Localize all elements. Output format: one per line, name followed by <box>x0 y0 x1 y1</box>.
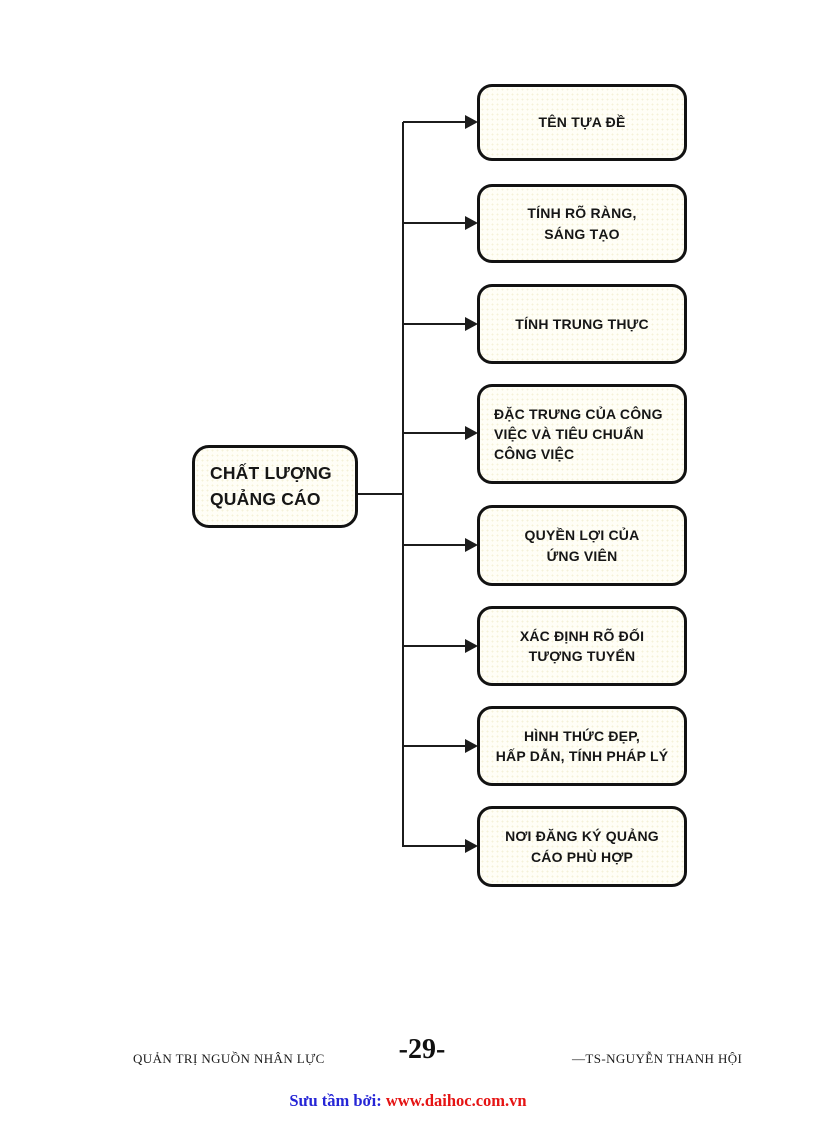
credit-url-link[interactable]: www.daihoc.com.vn <box>385 1091 527 1110</box>
node-label: ĐẶC TRƯNG CỦA CÔNG VIỆC VÀ TIÊU CHUẨN CÔ… <box>494 405 663 463</box>
connector-arrowhead <box>465 739 478 753</box>
node-label: XÁC ĐỊNH RÕ ĐỐI TƯỢNG TUYỂN <box>519 627 645 664</box>
node-label: TÍNH TRUNG THỰC <box>515 315 649 332</box>
node-label: TÊN TỰA ĐỀ <box>538 114 626 131</box>
credit-line: Sưu tầm bởi: www.daihoc.com.vn <box>0 1091 816 1111</box>
connector-spine <box>402 122 404 847</box>
node-label: QUYỀN LỢI CỦA ỨNG VIÊN <box>524 527 640 564</box>
credit-prefix: Sưu tầm bởi: <box>289 1091 386 1110</box>
connector-line <box>403 645 467 647</box>
connector-line <box>403 745 467 747</box>
connector-arrowhead <box>465 426 478 440</box>
root-connector-line <box>357 493 403 495</box>
node-dac-trung-cong-viec: ĐẶC TRƯNG CỦA CÔNG VIỆC VÀ TIÊU CHUẨN CÔ… <box>477 384 687 484</box>
page-number: -29- <box>398 1034 446 1065</box>
connector-line <box>403 222 467 224</box>
node-tinh-trung-thuc: TÍNH TRUNG THỰC <box>477 284 687 364</box>
node-label: CHẤT LƯỢNG QUẢNG CÁO <box>210 463 332 509</box>
node-label: TÍNH RÕ RÀNG, SÁNG TẠO <box>527 205 637 242</box>
connector-arrowhead <box>465 538 478 552</box>
connector-line <box>403 121 467 123</box>
node-chat-luong-quang-cao: CHẤT LƯỢNG QUẢNG CÁO <box>192 445 358 528</box>
footer-author: —TS-NGUYỄN THANH HỘI <box>572 1051 743 1066</box>
node-xac-dinh-doi-tuong-tuyen: XÁC ĐỊNH RÕ ĐỐI TƯỢNG TUYỂN <box>477 606 687 686</box>
node-label: NƠI ĐĂNG KÝ QUẢNG CÁO PHÙ HỢP <box>505 828 659 865</box>
connector-line <box>403 544 467 546</box>
node-hinh-thuc-dep-phap-ly: HÌNH THỨC ĐẸP, HẤP DẪN, TÍNH PHÁP LÝ <box>477 706 687 786</box>
node-label: HÌNH THỨC ĐẸP, HẤP DẪN, TÍNH PHÁP LÝ <box>495 727 669 764</box>
connector-line <box>403 323 467 325</box>
node-quyen-loi-ung-vien: QUYỀN LỢI CỦA ỨNG VIÊN <box>477 505 687 586</box>
connector-line <box>403 845 467 847</box>
node-ten-tua-de: TÊN TỰA ĐỀ <box>477 84 687 161</box>
connector-arrowhead <box>465 317 478 331</box>
footer-book-title: QUẢN TRỊ NGUỒN NHÂN LỰC <box>133 1051 325 1066</box>
connector-arrowhead <box>465 839 478 853</box>
node-noi-dang-ky-quang-cao: NƠI ĐĂNG KÝ QUẢNG CÁO PHÙ HỢP <box>477 806 687 887</box>
node-tinh-ro-rang-sang-tao: TÍNH RÕ RÀNG, SÁNG TẠO <box>477 184 687 263</box>
connector-arrowhead <box>465 216 478 230</box>
connector-arrowhead <box>465 639 478 653</box>
connector-arrowhead <box>465 115 478 129</box>
connector-line <box>403 432 467 434</box>
